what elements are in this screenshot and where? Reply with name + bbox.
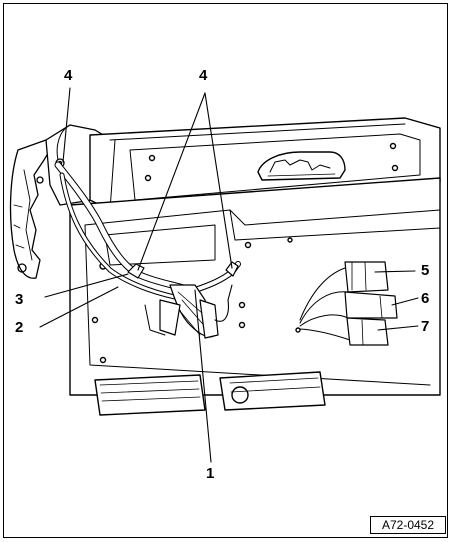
callout-6: 6: [421, 290, 430, 307]
reference-code: A72-0452: [370, 516, 446, 534]
leader-lines: [39, 87, 419, 463]
callout-3: 3: [15, 291, 24, 308]
wiring-harness: [54, 161, 241, 339]
callout-4-left: 4: [64, 67, 73, 84]
lower-panel: [69, 177, 441, 416]
callout-2: 2: [15, 319, 24, 336]
callout-7: 7: [421, 318, 430, 335]
callout-5: 5: [421, 262, 430, 279]
callout-1: 1: [206, 465, 215, 482]
callout-4-right: 4: [199, 67, 208, 84]
connector-block: [299, 261, 398, 346]
